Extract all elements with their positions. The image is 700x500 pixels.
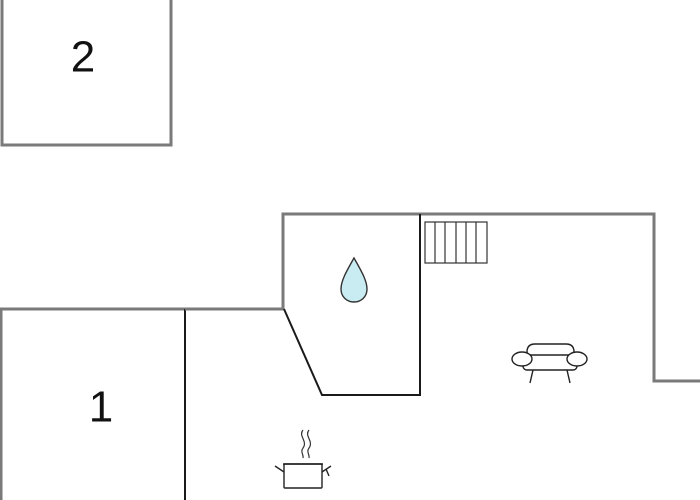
room-1: 1 — [0, 307, 186, 500]
room-2: 2 — [0, 0, 173, 147]
room-1-label: 1 — [89, 383, 113, 432]
bathroom — [283, 214, 421, 396]
sofa-icon — [511, 343, 588, 384]
water-drop-icon — [340, 256, 368, 303]
room-2-outline — [0, 0, 173, 147]
room-2-label: 2 — [71, 33, 95, 82]
outer-wall — [185, 212, 700, 383]
cooking-pot-icon — [274, 429, 332, 489]
bathroom-wall — [283, 214, 421, 396]
stairs-icon — [424, 221, 488, 264]
